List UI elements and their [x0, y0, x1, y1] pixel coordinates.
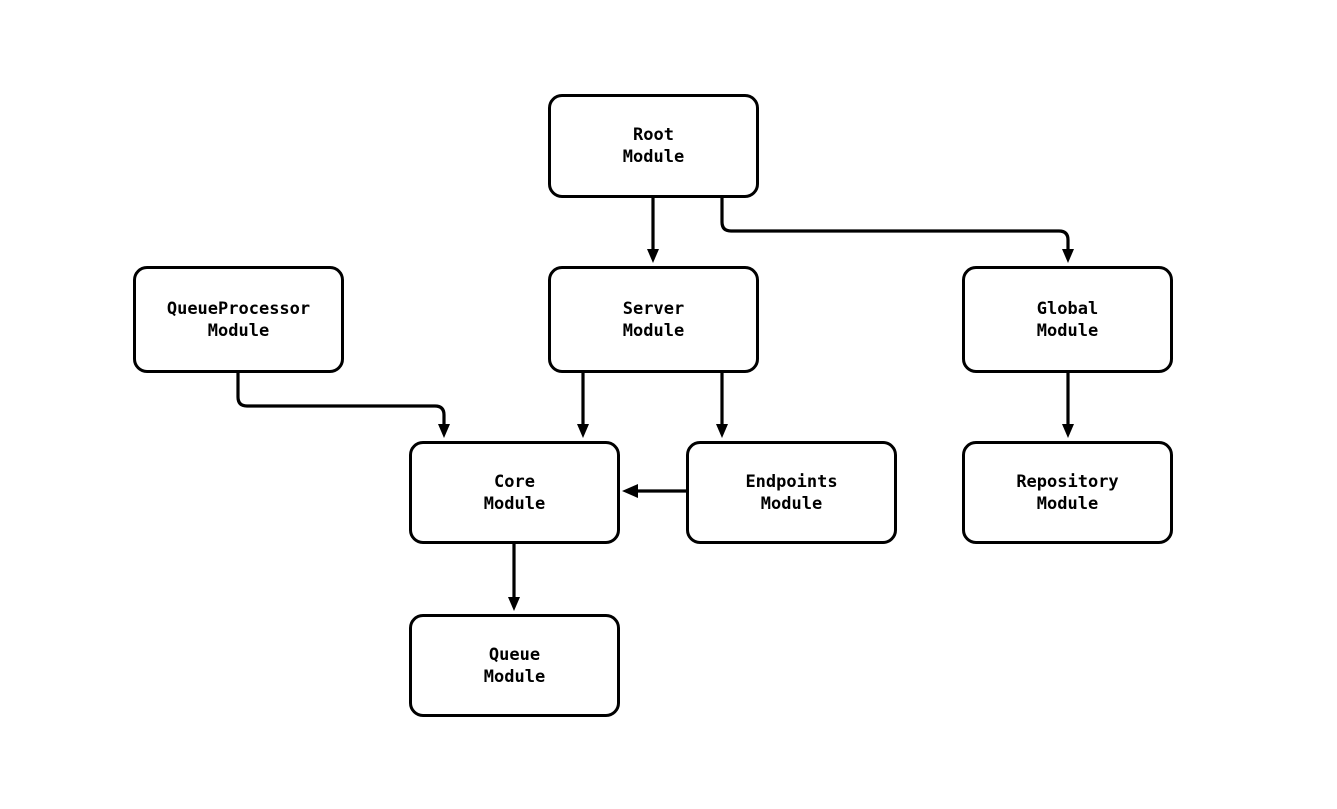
node-label: Repository Module [1016, 471, 1119, 514]
node-label: Server Module [622, 298, 685, 341]
node-global-module[interactable]: Global Module [962, 266, 1173, 373]
node-repository-module[interactable]: Repository Module [962, 441, 1173, 544]
node-label: Queue Module [483, 644, 546, 687]
edge-queueprocessor-to-core [236, 373, 450, 438]
node-root-module[interactable]: Root Module [548, 94, 759, 198]
node-server-module[interactable]: Server Module [548, 266, 759, 373]
edge-core-to-queue [508, 544, 520, 611]
node-label: Root Module [622, 125, 685, 167]
node-label: Global Module [1036, 298, 1099, 341]
node-endpoints-module[interactable]: Endpoints Module [686, 441, 897, 544]
node-queueprocessor-module[interactable]: QueueProcessor Module [133, 266, 344, 373]
edge-server-to-endpoints [716, 373, 728, 438]
edge-root-to-server [647, 198, 659, 263]
node-queue-module[interactable]: Queue Module [409, 614, 620, 717]
edge-endpoints-to-core [622, 484, 686, 498]
node-label: QueueProcessor Module [166, 298, 311, 341]
edge-server-to-core [577, 373, 589, 438]
node-core-module[interactable]: Core Module [409, 441, 620, 544]
node-label: Endpoints Module [745, 471, 838, 514]
node-label: Core Module [483, 471, 546, 514]
edge-global-to-repository [1062, 373, 1074, 438]
edge-root-to-global [720, 198, 1074, 263]
